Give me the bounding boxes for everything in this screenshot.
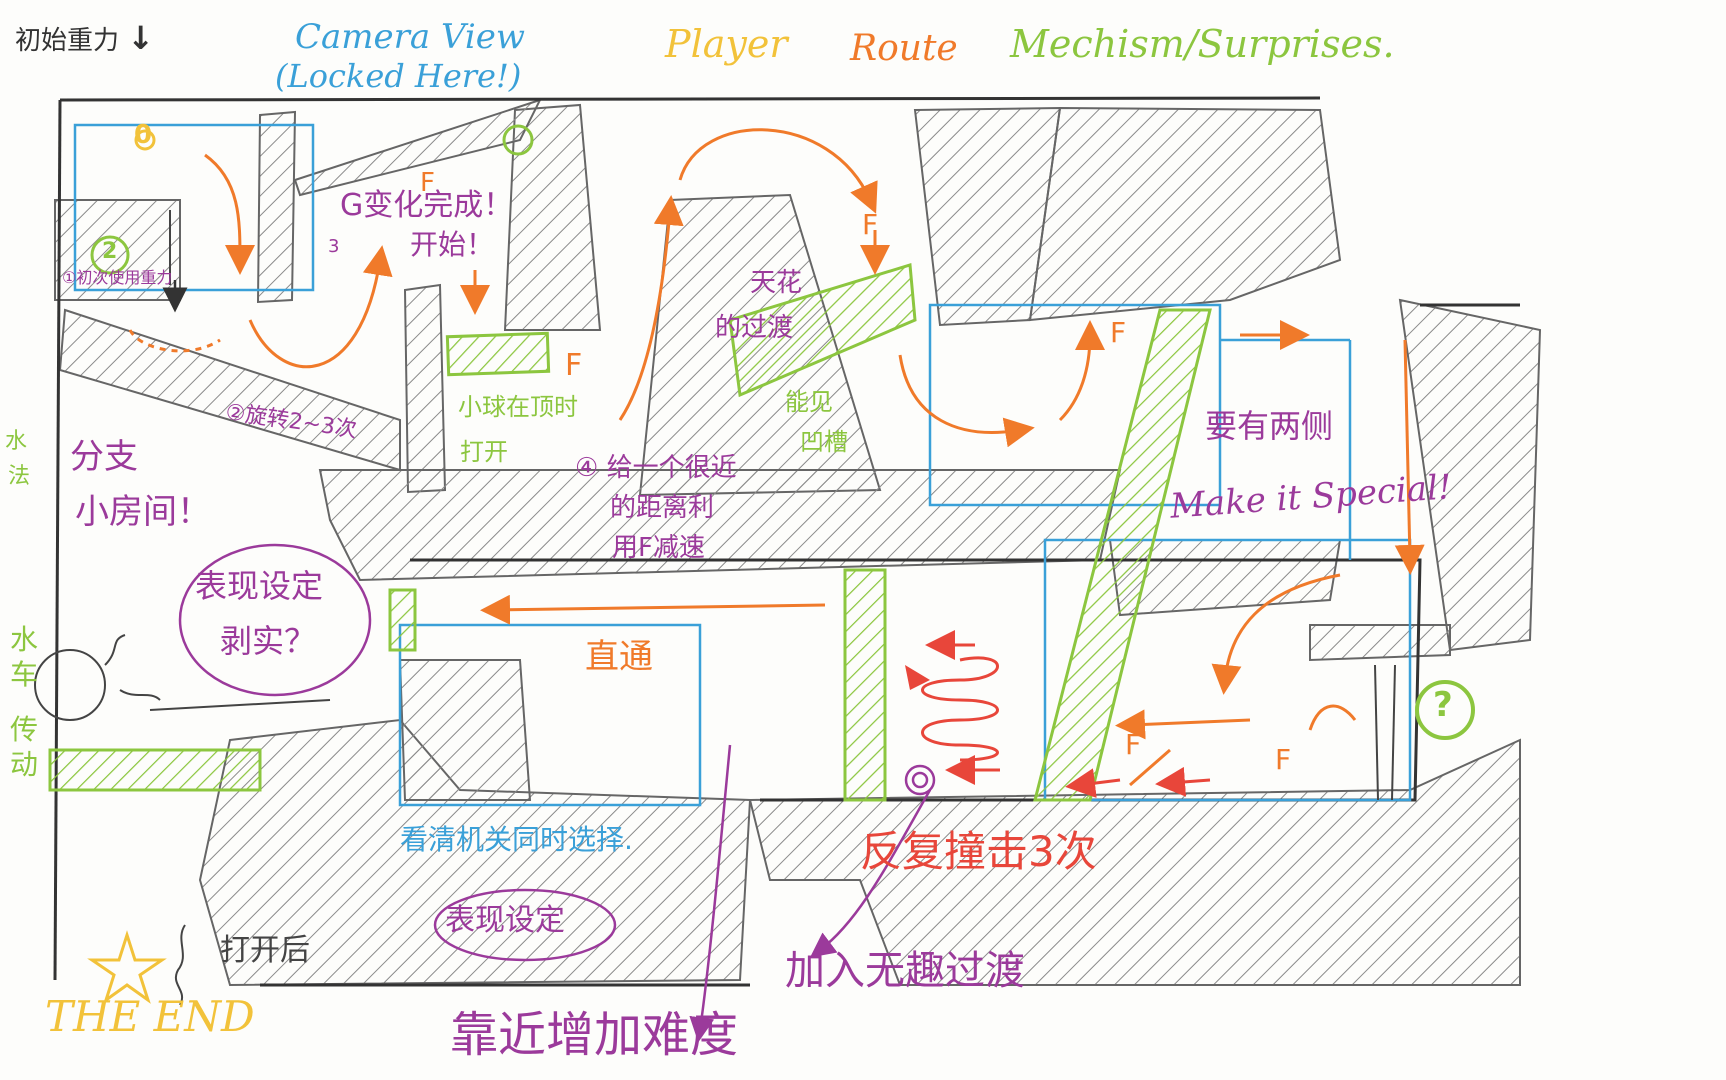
- express-setting-note-2: 剥实？: [220, 622, 317, 660]
- see-mechanism-note: 看清机关同时选择.: [400, 823, 633, 856]
- camera-view-boxes: [73, 123, 1412, 807]
- legend-player: Player: [665, 22, 788, 66]
- express-setting-note-3: 表现设定: [445, 903, 565, 938]
- water-note-1: 水: [5, 429, 28, 454]
- f-label-4: F: [1110, 316, 1127, 349]
- both-sides-note: 要有两侧: [1205, 407, 1334, 445]
- legend-mechanism: Mechism/Surprises.: [1010, 22, 1395, 66]
- waterwheel-note-2: 车: [10, 658, 39, 691]
- express-setting-note-1: 表现设定: [195, 567, 324, 605]
- f-label-6: F: [1275, 743, 1292, 776]
- surprise-circle-top: [502, 124, 534, 156]
- give-distance-note: ④ 给一个很近: [575, 453, 737, 483]
- transmission-note-1: 传: [10, 713, 39, 746]
- branch-note: 分支: [70, 437, 138, 477]
- distance-note: 的距离利: [610, 493, 715, 523]
- step-three-label: 3: [328, 236, 340, 257]
- add-fun-transition-note: 加入无趣过渡: [785, 948, 1025, 994]
- f-label-2: F: [565, 348, 583, 383]
- ceiling-note-1: 天花: [750, 268, 803, 298]
- ceiling-note-2: 的过渡: [715, 313, 794, 343]
- open-note-1: 开始！: [410, 228, 495, 261]
- change-done-note: G变化完成！: [340, 188, 514, 223]
- legend-camera-note: (Locked Here!): [275, 57, 522, 95]
- repeat-hit-note: 反复撞击3次: [860, 827, 1097, 876]
- legend-surprises-label: /Surprises.: [1184, 22, 1395, 66]
- legend-gravity-label: 初始重力: [15, 26, 120, 56]
- hit-marker: [905, 665, 930, 690]
- route-lines: [128, 128, 1425, 787]
- annotation-pointers: [178, 543, 936, 1043]
- waterwheel-note-1: 水: [10, 623, 39, 656]
- mechanism-bars: [48, 263, 1212, 802]
- player-marker: [134, 129, 156, 151]
- surprise-circle-left: [90, 235, 130, 275]
- legend-gravity: 初始重力 ↓: [15, 19, 155, 57]
- star-icon: [87, 930, 167, 1004]
- near-harder-note: 靠近增加难度: [450, 1007, 739, 1063]
- slot-note: 凹槽: [800, 428, 848, 456]
- f-label-3: F: [862, 208, 879, 241]
- f-slow-note: 用F减速: [612, 533, 705, 563]
- after-open-note: 打开后: [220, 933, 310, 968]
- first-gravity-note: ①初次使用重力: [62, 268, 173, 287]
- f-label-1: F: [420, 168, 435, 198]
- f-label-5: F: [1125, 728, 1142, 761]
- pencil-details: [34, 210, 1396, 1006]
- legend-route: Route: [850, 28, 958, 69]
- the-end-label: THE END: [45, 992, 255, 1041]
- visible-note: 能见: [785, 388, 833, 416]
- legend-camera-view: Camera View: [295, 17, 526, 57]
- water-note-2: 法: [8, 464, 31, 489]
- gravity-down-arrow-icon: ↓: [127, 19, 155, 57]
- legend-mechanism-label: Mechism: [1010, 22, 1185, 66]
- wall-hatching: [54, 98, 1542, 987]
- transmission-note-2: 动: [10, 748, 39, 781]
- surprise-circle-right: [1415, 680, 1475, 740]
- ball-top-note: 小球在顶时: [458, 393, 578, 421]
- step-zero-label: 0: [134, 120, 153, 150]
- surprise-question-mark: ?: [1433, 685, 1453, 725]
- repeat-hit-route: [921, 630, 1211, 799]
- straight-note: 直通: [585, 637, 653, 677]
- ball-open-note: 打开: [460, 438, 508, 466]
- surprise-two-label: 2: [102, 239, 118, 264]
- small-room-note: 小房间！: [75, 492, 211, 532]
